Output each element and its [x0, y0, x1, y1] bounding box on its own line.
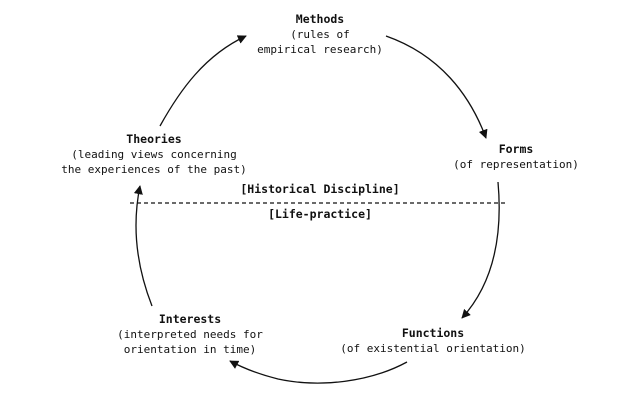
node-interests-title: Interests: [158, 312, 222, 326]
node-forms-desc-1: (of representation): [453, 158, 579, 171]
node-methods-desc-1: (rules of: [290, 28, 350, 41]
node-theories-title: Theories: [126, 132, 182, 146]
node-interests-desc-2: orientation in time): [123, 343, 257, 356]
arrow-methods-to-forms: [385, 35, 488, 139]
node-functions-desc-1: (of existential orientation): [340, 342, 526, 355]
node-theories-desc-1: (leading views concerning: [71, 148, 237, 161]
node-methods-desc-2: empirical research): [257, 43, 383, 56]
node-interests-desc-1: (interpreted needs for: [117, 328, 263, 341]
node-methods: Methods (rules of empirical research): [240, 12, 400, 57]
node-forms: Forms (of representation): [436, 142, 596, 172]
node-methods-title: Methods: [295, 12, 345, 26]
node-theories: Theories (leading views concerning the e…: [44, 132, 264, 177]
arrow-interests-to-theories: [133, 185, 153, 307]
label-life-practice: [Life-practice]: [268, 207, 372, 221]
arrow-theories-to-methods: [159, 35, 247, 127]
node-interests: Interests (interpreted needs for orienta…: [100, 312, 280, 357]
label-historical-discipline: [Historical Discipline]: [240, 182, 400, 196]
arrow-forms-to-functions: [461, 181, 500, 319]
arrow-functions-to-interests: [229, 360, 408, 384]
node-functions-title: Functions: [401, 326, 465, 340]
node-forms-title: Forms: [498, 142, 534, 156]
node-functions: Functions (of existential orientation): [318, 326, 548, 356]
node-theories-desc-2: the experiences of the past): [61, 163, 247, 176]
